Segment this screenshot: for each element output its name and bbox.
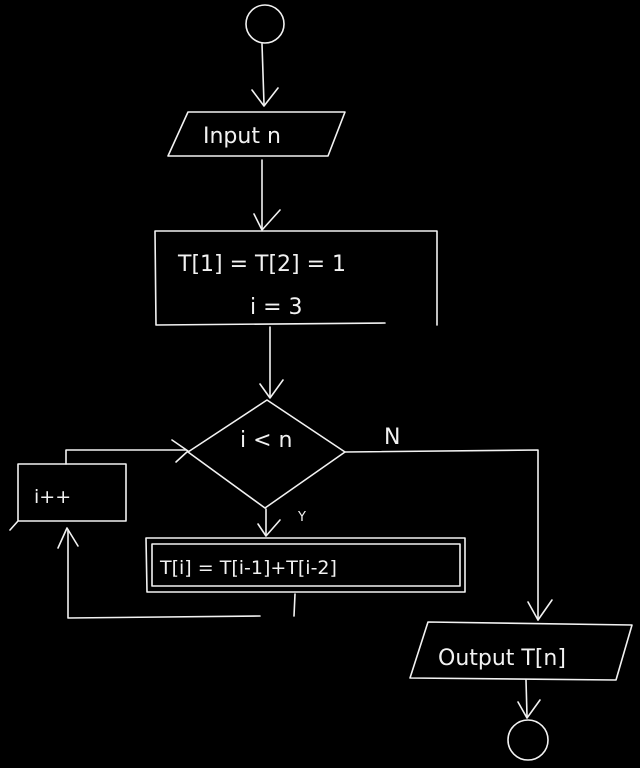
start-terminal — [245, 4, 285, 44]
init-box — [154, 230, 438, 326]
recurrence-label: T[i] = T[i-1]+T[i-2] — [159, 557, 337, 579]
init-line-2: i = 3 — [250, 295, 303, 320]
arrow-increment-to-decision — [65, 439, 189, 465]
arrow-input-to-init — [253, 159, 281, 231]
arrow-start-to-input — [251, 43, 279, 107]
input-label: Input n — [203, 124, 281, 149]
branch-yes-label: Y — [297, 510, 306, 525]
init-line-1: T[1] = T[2] = 1 — [177, 252, 346, 277]
input-box — [167, 111, 346, 157]
arrow-no-to-output — [344, 449, 553, 621]
increment-box — [9, 463, 127, 531]
arrow-output-to-end — [517, 679, 541, 719]
arrow-init-to-decision — [259, 326, 284, 399]
decision-diamond — [187, 399, 346, 509]
output-label: Output T[n] — [438, 646, 566, 671]
increment-label: i++ — [34, 486, 71, 508]
decision-label: i < n — [240, 428, 292, 453]
recurrence-box — [145, 537, 466, 593]
branch-no-label: N — [384, 425, 400, 450]
end-terminal — [507, 719, 549, 761]
arrow-yes-to-recurrence — [257, 508, 281, 537]
arrow-recurrence-to-increment — [57, 527, 296, 619]
output-box — [409, 621, 633, 681]
